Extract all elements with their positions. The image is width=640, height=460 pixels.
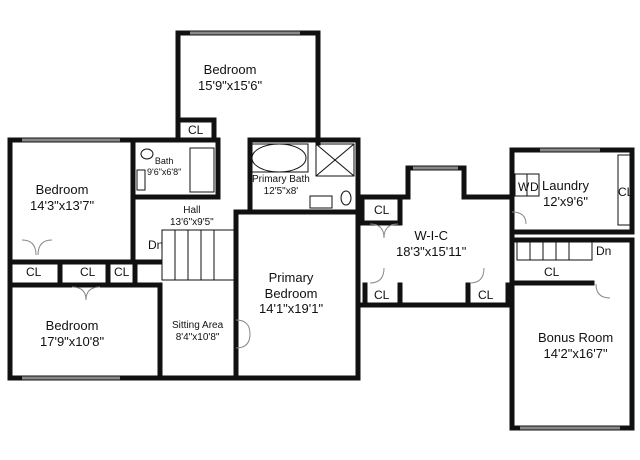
room-label-bonus-room: Bonus Room 14'2"x16'7" <box>538 330 613 361</box>
room-label-laundry: Laundry 12'x9'6" <box>542 178 589 209</box>
room-label-primary-bath: Primary Bath 12'5"x8' <box>252 174 310 198</box>
bathtub-oval <box>251 143 307 173</box>
wall-closet-top <box>175 117 217 143</box>
room-label-bath: Bath 9'6"x6'8" <box>147 156 181 178</box>
room-label-sitting-area: Sitting Area 8'4"x10'8" <box>172 320 223 344</box>
toilet-primary <box>340 190 352 206</box>
closet-label: CL <box>188 123 204 137</box>
room-name: Bedroom <box>203 62 257 77</box>
room-dims: 18'3"x15'11" <box>396 243 467 259</box>
wall-bath <box>130 137 221 200</box>
dryer <box>526 173 540 197</box>
room-name: Bath <box>154 156 174 166</box>
closet-label: CL <box>478 288 494 302</box>
room-name: Laundry <box>542 178 589 193</box>
room-dims: 14'2"x16'7" <box>543 345 608 361</box>
toilet <box>140 148 154 160</box>
room-label-wic: W-I-C 18'3"x15'11" <box>396 228 466 259</box>
room-dims: 15'9"x15'6" <box>198 77 263 93</box>
room-dims: 14'1"x19'1" <box>259 301 324 317</box>
room-name: W-I-C <box>414 228 449 243</box>
room-name: Primary Bath <box>252 174 310 185</box>
bathtub-frame <box>251 143 309 173</box>
shower <box>315 143 355 177</box>
closet-label: CL <box>374 203 390 217</box>
wall-closets-left <box>7 259 163 288</box>
laundry-closet <box>617 154 631 226</box>
room-dims: 17'9"x10'8" <box>40 333 105 349</box>
stairs-down-label: Dn <box>148 238 164 252</box>
closet-label: CL <box>114 265 130 279</box>
closet-label: CL <box>80 265 96 279</box>
closet-label: CL <box>544 265 560 279</box>
vanity <box>309 195 333 209</box>
wall-wic-closets <box>359 194 511 308</box>
stairs-hall <box>161 229 235 281</box>
room-dims: 12'5"x8' <box>263 186 299 197</box>
stairs-down-label: Dn <box>596 244 612 258</box>
room-name: Sitting Area <box>172 320 224 331</box>
tub <box>189 147 215 193</box>
dryer-label: D <box>530 180 539 194</box>
room-name-line1: Primary <box>268 270 314 285</box>
wall-primary-bedroom <box>233 209 361 381</box>
room-dims: 9'6"x6'8" <box>147 166 182 177</box>
room-name: Bonus Room <box>538 330 614 345</box>
room-label-bedroom-top: Bedroom 15'9"x15'6" <box>198 62 262 93</box>
room-label-bedroom-left: Bedroom 14'3"x13'7" <box>30 182 94 213</box>
room-dims: 8'4"x10'8" <box>175 332 220 343</box>
room-label-bedroom-bottom: Bedroom 17'9"x10'8" <box>40 318 104 349</box>
stairs-bonus <box>516 239 593 261</box>
room-label-hall: Hall 13'6"x9'5" <box>170 205 214 229</box>
room-name: Bedroom <box>35 182 89 197</box>
room-name-line2: Bedroom <box>264 285 318 301</box>
wall-wic-top <box>355 165 515 200</box>
room-dims: 13'6"x9'5" <box>170 217 214 228</box>
room-name: Bedroom <box>45 318 99 333</box>
washer-label: W <box>518 180 530 194</box>
closet-label: CL <box>618 185 634 199</box>
room-dims: 14'3"x13'7" <box>30 197 95 213</box>
room-name: Hall <box>183 205 201 216</box>
closet-label: CL <box>374 288 390 302</box>
door-arc <box>21 239 37 256</box>
closet-label: CL <box>26 265 42 279</box>
room-label-primary-bedroom: Primary Bedroom 14'1"x19'1" <box>259 270 323 317</box>
sink <box>136 169 146 191</box>
room-dims: 12'x9'6" <box>542 193 588 209</box>
wall-outer-bottom <box>7 302 515 381</box>
